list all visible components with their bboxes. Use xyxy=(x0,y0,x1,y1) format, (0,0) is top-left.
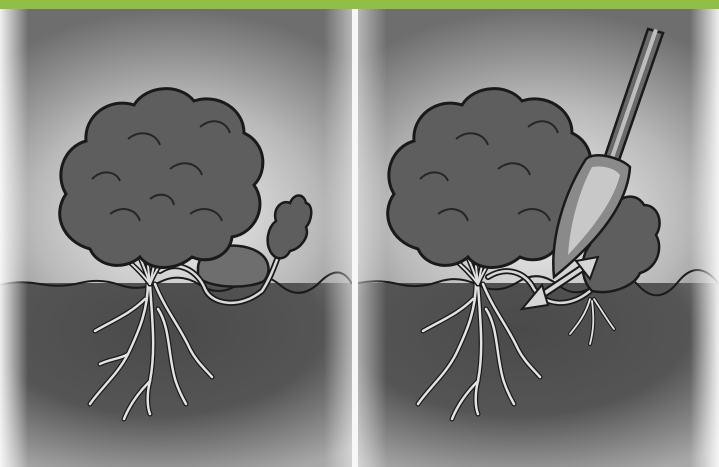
top-accent-bar xyxy=(0,0,719,9)
panel-separation-step xyxy=(358,9,719,467)
panel-layering-step xyxy=(0,9,352,467)
